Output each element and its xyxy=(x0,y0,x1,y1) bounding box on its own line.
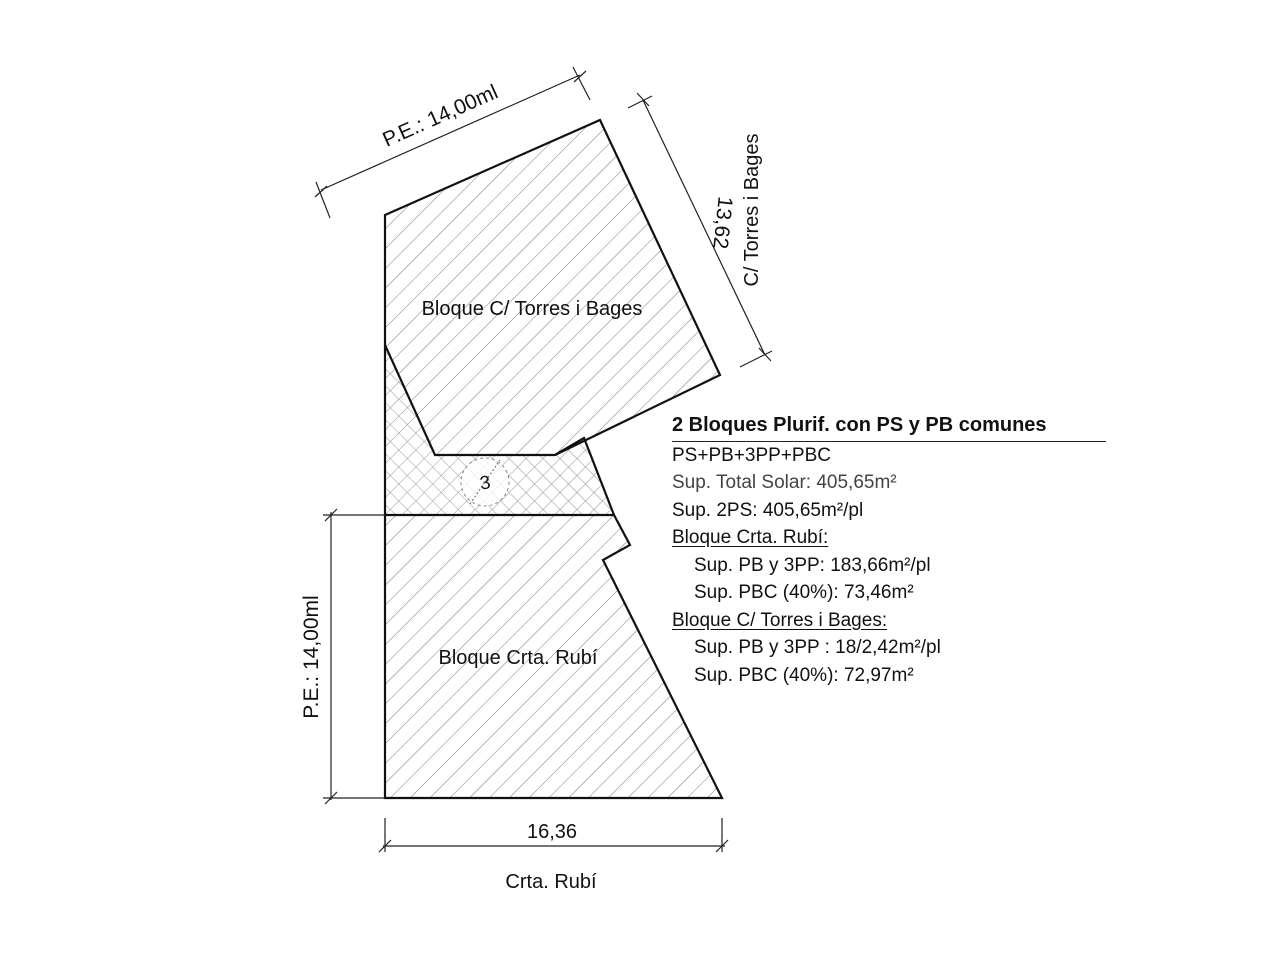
shared-zone-right-edge xyxy=(554,436,616,516)
label-block-crta-rubi: Bloque Crta. Rubí xyxy=(439,647,598,669)
dimension-left xyxy=(323,508,385,805)
label-block-torres-i-bages: Bloque C/ Torres i Bages xyxy=(422,298,643,320)
summary-line: Sup. PBC (40%): 73,46m² xyxy=(694,582,914,603)
dimension-right-label: 13,62 xyxy=(708,195,736,250)
summary-line: Sup. PB y 3PP: 183,66m²/pl xyxy=(694,554,931,576)
dimension-bottom xyxy=(378,818,729,853)
summary-line: PS+PB+3PP+PBC xyxy=(672,444,831,466)
dimension-top xyxy=(314,66,591,219)
summary-subheading: Bloque C/ Torres i Bages: xyxy=(672,609,888,631)
dimension-left-label: P.E.: 14,00ml xyxy=(300,595,323,718)
summary-title: 2 Bloques Plurif. con PS y PB comunes xyxy=(672,412,1106,442)
dimension-top-label: P.E.: 14,00ml xyxy=(379,80,501,151)
shared-zone xyxy=(385,345,614,515)
dimension-bottom-label: 16,36 xyxy=(527,821,577,843)
street-right-label: C/ Torres i Bages xyxy=(741,133,763,286)
summary-line: Sup. Total Solar: 405,65m² xyxy=(672,472,897,493)
summary-subheading: Bloque Crta. Rubí: xyxy=(672,527,829,548)
summary-line: Sup. PBC (40%): 72,97m² xyxy=(694,664,914,686)
street-bottom-label: Crta. Rubí xyxy=(505,871,597,893)
block-torres-i-bages xyxy=(383,118,722,457)
summary-line: Sup. PB y 3PP : 18/2,42m²/pl xyxy=(694,637,941,658)
shared-zone-marker: 3 xyxy=(460,457,510,507)
summary-line: Sup. 2PS: 405,65m²/pl xyxy=(672,499,864,521)
summary-panel: 2 Bloques Plurif. con PS y PB comunes PS… xyxy=(672,412,1112,689)
dimension-right xyxy=(627,92,773,368)
svg-text:3: 3 xyxy=(479,472,492,494)
